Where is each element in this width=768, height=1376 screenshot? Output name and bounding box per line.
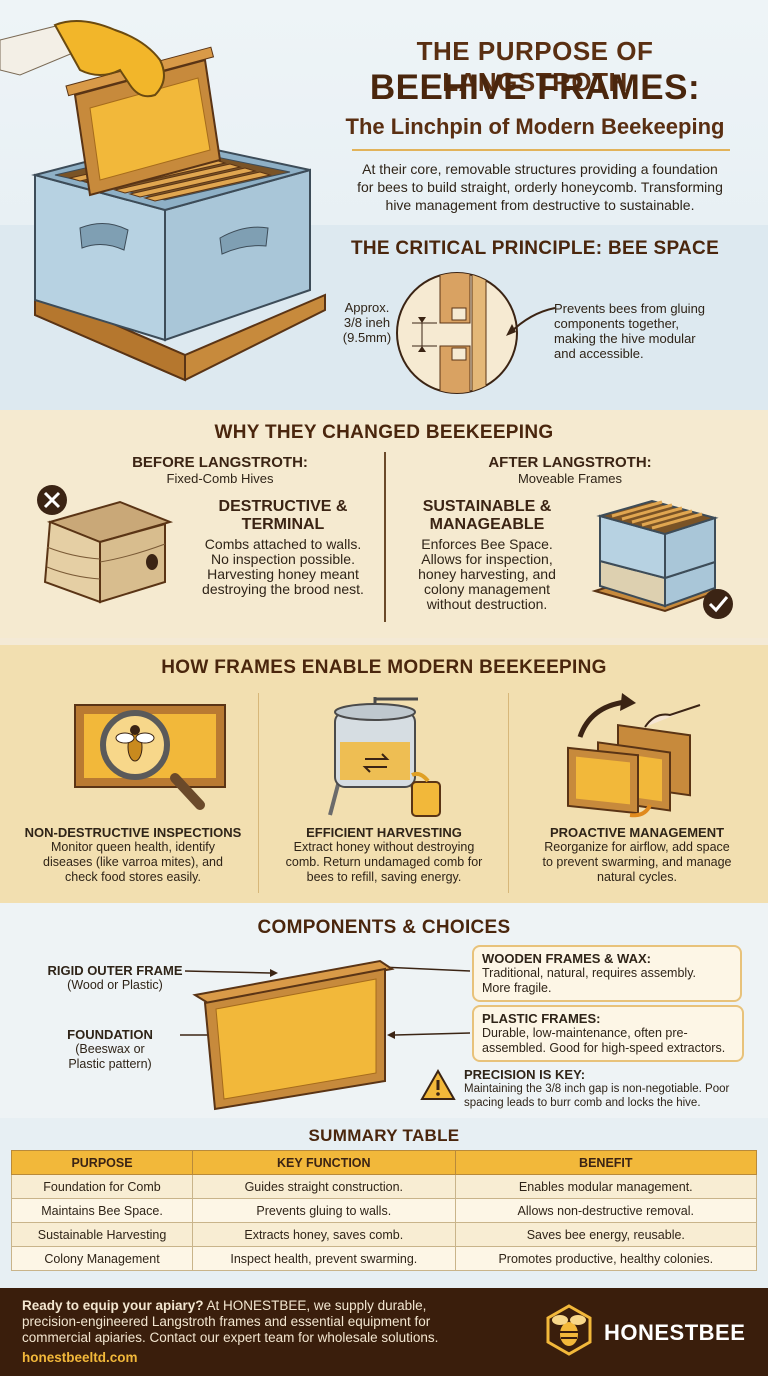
title-divider [352,149,730,151]
precision-note: PRECISION IS KEY: Maintaining the 3/8 in… [464,1067,730,1109]
honey-extractor-illustration [328,697,441,817]
wooden-frames-card: WOODEN FRAMES & WAX: Traditional, natura… [472,945,742,1002]
langstroth-stack-illustration [591,499,733,619]
summary-heading: SUMMARY TABLE [308,1126,460,1145]
col-purpose: PURPOSE [10,1150,194,1175]
summary-section: SUMMARY TABLE PURPOSE KEY FUNCTION BENEF… [0,1118,768,1290]
honestbee-logo-icon [546,1304,592,1356]
components-heading: COMPONENTS & CHOICES [257,917,511,938]
frame-diagram [180,959,471,1111]
before-title: BEFORE LANGSTROTH: [132,454,308,471]
footer: Ready to equip your apiary? At HONESTBEE… [0,1288,768,1376]
how-section: HOW FRAMES ENABLE MODERN BEEKEEPING NON-… [0,645,768,903]
inspection-magnifier-illustration [74,704,226,810]
col-key-function: KEY FUNCTION [192,1150,456,1175]
after-subtitle: Moveable Frames [517,471,623,486]
bee-space-measure: Approx. 3/8 ineh (9.5mm) [342,300,392,345]
label-outer-frame: RIGID OUTER FRAME (Wood or Plastic) [47,963,183,992]
how-item-harvesting: EFFICIENT HARVESTING Extract honey witho… [285,825,483,884]
plastic-frames-card: PLASTIC FRAMES: Durable, low-maintenance… [472,1005,744,1062]
summary-table: PURPOSE KEY FUNCTION BENEFIT Foundation … [10,1150,758,1271]
subtitle: The Linchpin of Modern Beekeeping [345,114,725,139]
footer-cta: Ready to equip your apiary? At HONESTBEE… [22,1298,439,1345]
bee-space-heading: THE CRITICAL PRINCIPLE: BEE SPACE [350,238,720,259]
after-text: Enforces Bee Space. Allows for inspectio… [418,536,556,612]
after-title: AFTER LANGSTROTH: [488,454,652,471]
warning-icon [420,1069,456,1100]
fixed-comb-hive-illustration [37,485,174,604]
title-line-2: BEEHIVE FRAMES: [369,68,701,107]
how-divider-1 [258,693,259,893]
how-divider-2 [508,693,509,893]
frame-rearrange-illustration [567,693,701,818]
why-section: WHY THEY CHANGED BEEKEEPING BEFORE LANGS… [0,410,768,638]
brand-name: HONESTBEE [604,1320,746,1345]
before-subtitle: Fixed-Comb Hives [166,471,274,486]
before-heading: DESTRUCTIVE & TERMINAL [218,498,348,533]
how-item-management: PROACTIVE MANAGEMENT Reorganize for airf… [542,825,732,884]
title-line-1: THE PURPOSE OF LANGSTROTH [416,36,654,97]
after-heading: SUSTAINABLE & MANAGEABLE [422,498,552,533]
table-row: Maintains Bee Space.Prevents gluing to w… [10,1198,758,1223]
why-heading: WHY THEY CHANGED BEEKEEPING [214,422,554,443]
why-divider [384,452,386,622]
pointer-arrow-icon [506,307,556,336]
footer-url-link[interactable]: honestbeeltd.com [22,1350,138,1365]
col-benefit: BENEFIT [454,1150,758,1175]
hero-section: THE PURPOSE OF LANGSTROTH BEEHIVE FRAMES… [0,0,768,410]
bee-space-note: Prevents bees from gluing components tog… [554,301,706,361]
hive-box-illustration [0,20,326,382]
how-item-inspections: NON-DESTRUCTIVE INSPECTIONS Monitor quee… [24,825,242,884]
how-heading: HOW FRAMES ENABLE MODERN BEEKEEPING [161,657,607,678]
components-section: COMPONENTS & CHOICES RIGID OUTER FRAME (… [0,903,768,1118]
before-text: Combs attached to walls. No inspection p… [202,536,364,597]
intro-text: At their core, removable structures prov… [357,161,723,213]
bee-space-diagram [396,272,518,394]
